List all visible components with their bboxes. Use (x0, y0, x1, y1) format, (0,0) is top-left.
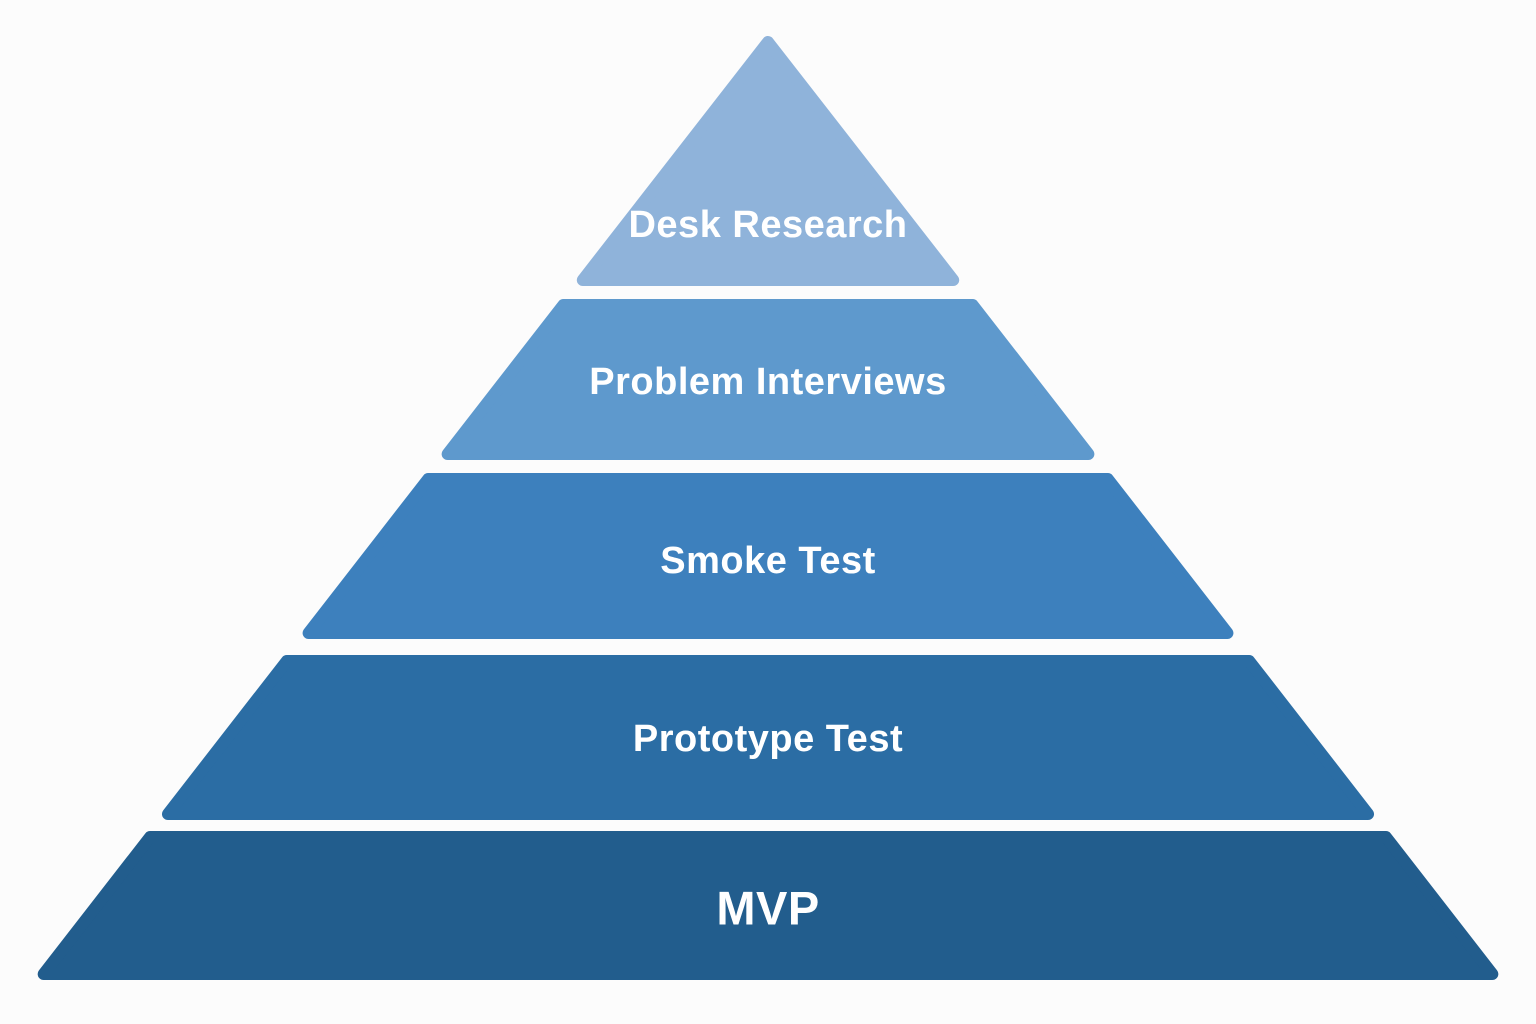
pyramid-level-prototype-test-label: Prototype Test (633, 718, 903, 760)
pyramid-level-prototype-test-shape (161, 655, 1375, 820)
pyramid-level-problem-interviews-shape (441, 299, 1095, 460)
pyramid-level-mvp-label: MVP (716, 882, 819, 935)
pyramid-level-desk-research: Desk Research (576, 36, 960, 286)
pyramid-level-smoke-test-label: Smoke Test (660, 540, 875, 582)
pyramid-level-prototype-test: Prototype Test (161, 655, 1375, 820)
pyramid-level-problem-interviews: Problem Interviews (441, 299, 1095, 460)
pyramid-level-desk-research-label: Desk Research (628, 204, 907, 246)
pyramid-level-smoke-test: Smoke Test (302, 473, 1234, 639)
pyramid-level-problem-interviews-label: Problem Interviews (589, 361, 946, 403)
pyramid-level-smoke-test-shape (302, 473, 1234, 639)
pyramid-level-desk-research-shape (576, 36, 960, 286)
pyramid-level-mvp: MVP (37, 831, 1499, 980)
pyramid-level-mvp-shape (37, 831, 1499, 980)
